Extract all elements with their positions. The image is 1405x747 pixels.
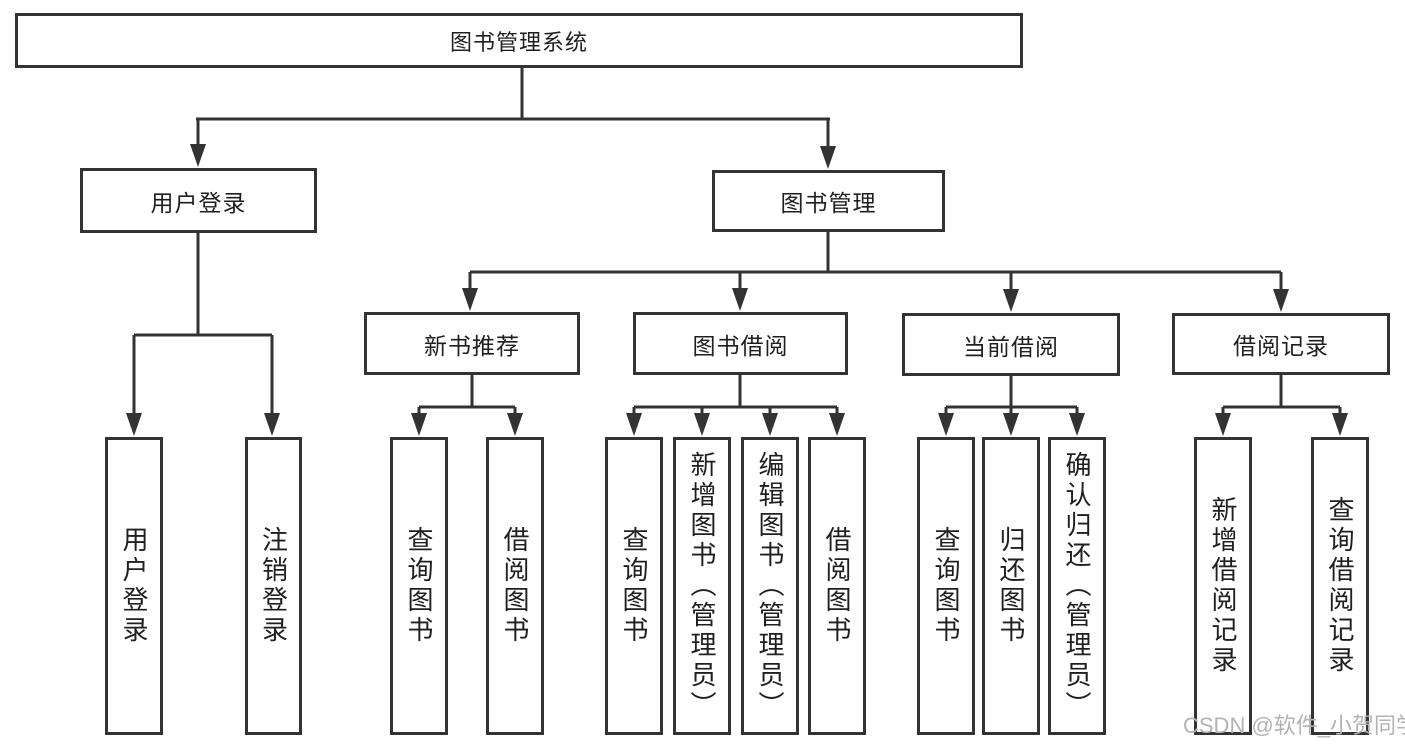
node-new-books-label: 新书推荐 [424,332,520,359]
leaf-br-add-record-label: 新增借阅记录 [1208,496,1238,676]
leaf-bb-borrow-books-label: 借阅图书 [822,526,852,646]
leaf-br-query-record-label: 查询借阅记录 [1325,496,1355,676]
leaf-br-query-record: 查询借阅记录 [1311,437,1369,735]
leaf-bb-query-books: 查询图书 [605,437,663,735]
leaf-logout-label: 注销登录 [258,526,289,646]
node-book-mgmt-label: 图书管理 [780,190,877,216]
node-book-borrow-label: 图书借阅 [692,332,789,359]
csdn-watermark: CSDN @软件_小贺同学 [1183,713,1405,738]
node-root: 图书管理系统 [15,13,1023,68]
leaf-bb-query-books-label: 查询图书 [619,526,649,646]
node-user-login: 用户登录 [80,168,317,233]
leaf-logout: 注销登录 [245,437,302,735]
leaf-nb-borrow-books: 借阅图书 [486,437,544,735]
node-borrow-records-label: 借阅记录 [1233,333,1329,359]
leaf-bb-borrow-books: 借阅图书 [808,437,866,735]
node-current-borrow: 当前借阅 [902,313,1120,376]
node-user-login-label: 用户登录 [150,189,247,216]
leaf-cb-confirm-return-admin: 确认归还（管理员） [1048,437,1106,735]
leaf-cb-query-books: 查询图书 [917,437,975,735]
node-current-borrow-label: 当前借阅 [963,333,1059,360]
leaf-cb-query-books-label: 查询图书 [931,526,961,646]
leaf-user-login: 用户登录 [105,437,163,735]
leaf-nb-query-books-label: 查询图书 [404,526,434,646]
leaf-bb-edit-books-admin-label: 编辑图书（管理员） [755,451,785,721]
node-book-mgmt: 图书管理 [712,170,945,232]
node-root-label: 图书管理系统 [449,29,588,55]
node-book-borrow: 图书借阅 [633,312,848,375]
leaf-bb-add-books-admin: 新增图书（管理员） [673,437,731,735]
leaf-cb-confirm-return-admin-label: 确认归还（管理员） [1062,451,1092,721]
node-borrow-records: 借阅记录 [1172,313,1390,375]
leaf-bb-add-books-admin-label: 新增图书（管理员） [687,451,717,721]
leaf-cb-return-books: 归还图书 [982,437,1040,735]
leaf-user-login-label: 用户登录 [119,526,149,646]
leaf-nb-borrow-books-label: 借阅图书 [500,526,530,646]
node-new-books: 新书推荐 [364,312,580,375]
leaf-br-add-record: 新增借阅记录 [1194,437,1252,735]
leaf-nb-query-books: 查询图书 [390,437,448,735]
leaf-bb-edit-books-admin: 编辑图书（管理员） [741,437,799,735]
leaf-cb-return-books-label: 归还图书 [996,526,1026,646]
